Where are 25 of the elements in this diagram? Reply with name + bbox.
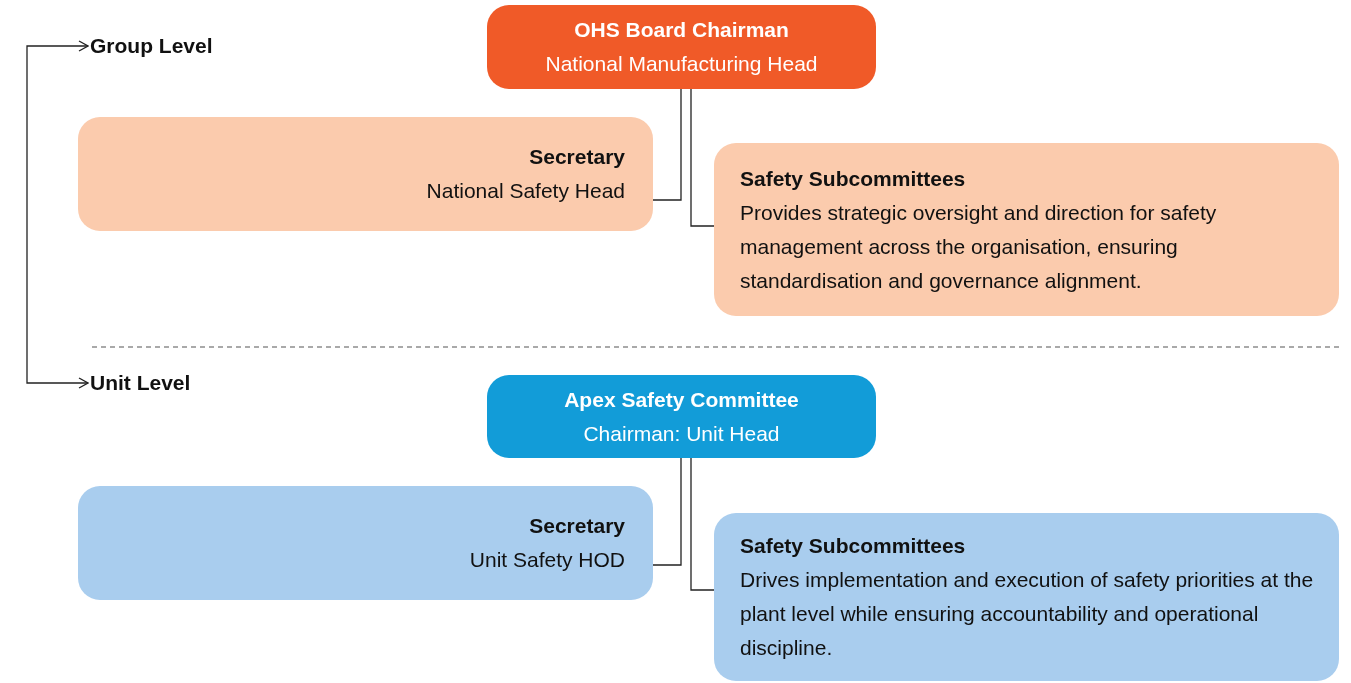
box-heading: Secretary bbox=[528, 144, 625, 170]
box-heading: Safety Subcommittees bbox=[740, 165, 967, 192]
box-text: Chairman: Unit Head bbox=[582, 420, 781, 447]
box-heading: Apex Safety Committee bbox=[563, 386, 800, 413]
connector-line bbox=[652, 88, 682, 201]
box-text: Drives implementation and execution of safety priorities at the plant level while ensuring accountability and operational discipline. bbox=[740, 567, 1315, 661]
connector-line bbox=[652, 457, 682, 566]
box-text: National Safety Head bbox=[425, 178, 625, 204]
committee-head-box bbox=[487, 375, 876, 458]
subcommittee-box bbox=[714, 143, 1339, 316]
connector-line bbox=[690, 457, 715, 591]
bracket-arrow bbox=[26, 40, 89, 389]
box-text: National Manufacturing Head bbox=[544, 51, 819, 77]
subcommittee-box bbox=[714, 513, 1339, 681]
committee-head-box bbox=[487, 5, 876, 89]
box-heading: OHS Board Chairman bbox=[573, 17, 790, 43]
level-text: Group Level bbox=[90, 33, 213, 60]
box-heading: Safety Subcommittees bbox=[740, 533, 967, 559]
box-text: Provides strategic oversight and direction for safety management across the organisation, ensuring standardisation and governance alignment. bbox=[740, 199, 1218, 294]
secretary-box bbox=[78, 117, 653, 231]
level-text: Unit Level bbox=[90, 370, 191, 397]
box-text: Unit Safety HOD bbox=[468, 547, 625, 573]
connector-line bbox=[690, 88, 715, 227]
secretary-box bbox=[78, 486, 653, 600]
box-heading: Secretary bbox=[528, 513, 625, 539]
